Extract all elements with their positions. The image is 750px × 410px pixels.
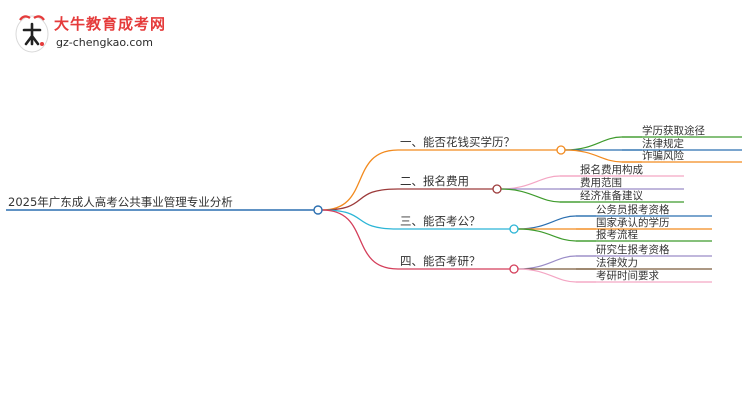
- leaf-link: [564, 136, 642, 151]
- branch-connector-dot: [492, 184, 502, 194]
- branch-topic: 一、能否花钱买学历？: [400, 135, 515, 149]
- site-logo: 大牛教育成考网 gz-chengkao.com: [14, 10, 194, 60]
- leaf-topic: 国家承认的学历: [596, 216, 670, 229]
- site-title: 大牛教育成考网: [54, 15, 167, 33]
- leaf-topic: 经济准备建议: [580, 189, 643, 202]
- leaf-link: [517, 228, 596, 242]
- branch-link: [321, 188, 399, 211]
- leaf-topic: 报考流程: [596, 228, 638, 241]
- site-url: gz-chengkao.com: [56, 36, 153, 49]
- branch-link: [321, 209, 399, 230]
- leaf-topic: 学历获取途径: [642, 124, 705, 137]
- leaf-topic: 报名费用构成: [580, 163, 643, 176]
- leaf-topic: 法律规定: [642, 137, 684, 150]
- branch-topic: 四、能否考研？: [400, 254, 481, 268]
- branch-connector-dot: [509, 264, 519, 274]
- branch-link: [321, 209, 399, 270]
- leaf-topic: 诈骗风险: [642, 149, 684, 162]
- leaf-topic: 费用范围: [580, 176, 622, 189]
- leaf-link: [517, 255, 596, 270]
- branch-topic: 三、能否考公？: [400, 214, 481, 228]
- leaf-link: [500, 188, 580, 203]
- leaf-link: [564, 149, 642, 163]
- branch-connector-dot: [556, 145, 566, 155]
- leaf-link: [517, 215, 596, 230]
- branch-link: [321, 149, 399, 211]
- branch-topic: 二、报名费用: [400, 174, 469, 188]
- root-connector-dot: [313, 205, 323, 215]
- mind-map-nodes: 2025年广东成人高考公共事业管理专业分析 一、能否花钱买学历？ 学历获取途径法律规…: [8, 124, 705, 282]
- mind-map-links: [6, 136, 742, 283]
- leaf-topic: 研究生报考资格: [596, 243, 670, 256]
- leaf-topic: 法律效力: [596, 256, 638, 269]
- branch-connector-dot: [509, 224, 519, 234]
- leaf-topic: 公务员报考资格: [596, 203, 670, 216]
- bull-logo-icon: [15, 15, 49, 53]
- leaf-link: [500, 175, 580, 190]
- leaf-topic: 考研时间要求: [596, 269, 659, 282]
- leaf-link: [517, 268, 596, 283]
- root-topic: 2025年广东成人高考公共事业管理专业分析: [8, 195, 233, 209]
